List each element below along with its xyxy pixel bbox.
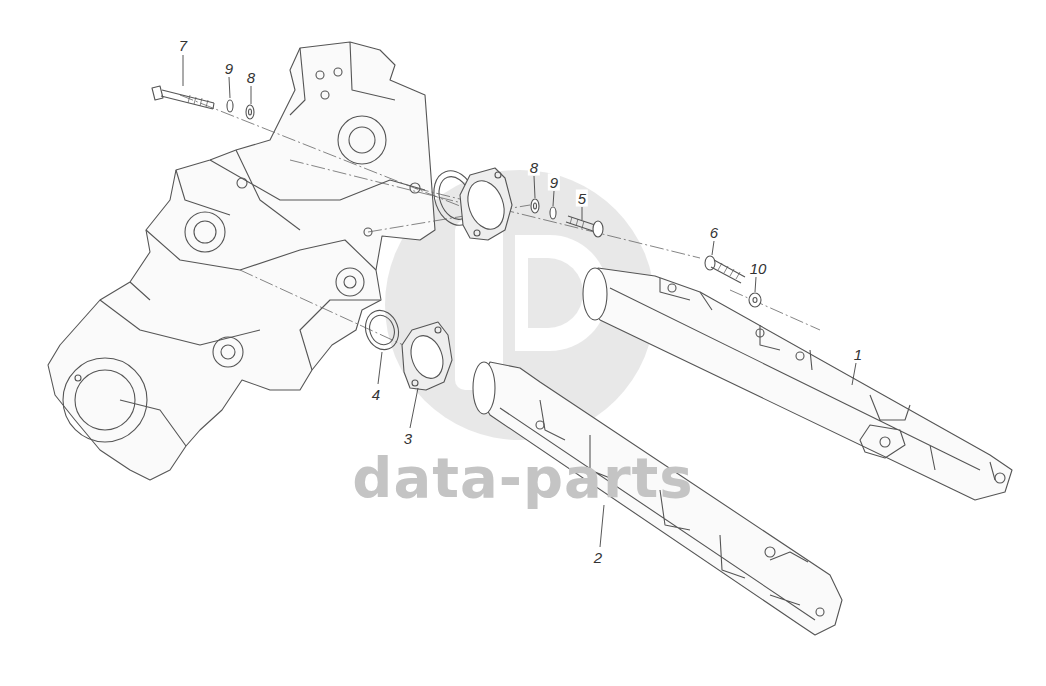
callout-number: 1: [852, 346, 864, 363]
callout-number: 9: [548, 174, 560, 191]
callout-number: 6: [708, 224, 720, 241]
callout-number: 8: [528, 159, 540, 176]
leader-lines: [183, 55, 856, 547]
callout-number: 3: [402, 430, 414, 447]
callout-number: 8: [245, 69, 257, 86]
watermark-text: data-parts: [352, 450, 693, 506]
callout-number: 9: [223, 60, 235, 77]
callout-number: 4: [370, 386, 382, 403]
housing: [48, 42, 435, 480]
callout-number: 2: [592, 549, 604, 566]
callout-number: 10: [748, 260, 769, 277]
callout-number: 5: [576, 190, 588, 207]
callout-number: 7: [177, 37, 189, 54]
